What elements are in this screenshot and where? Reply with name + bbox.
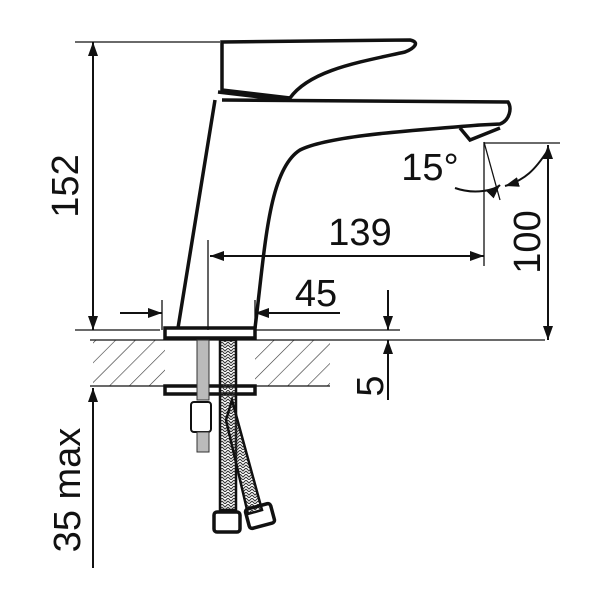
dim-spout-angle: 15°	[401, 141, 549, 201]
label-100: 100	[507, 210, 549, 273]
label-152: 152	[45, 154, 87, 217]
label-15-degrees: 15°	[401, 147, 458, 189]
dim-spout-reach: 139	[207, 142, 485, 330]
label-139: 139	[328, 212, 391, 254]
dim-max-counter: 35 max	[47, 388, 98, 568]
label-35-max: 35 max	[47, 428, 89, 553]
label-5: 5	[350, 375, 392, 396]
dim-base-diameter: 45	[120, 273, 340, 330]
dim-spout-height: 100	[484, 142, 560, 340]
dim-total-height: 152	[45, 41, 220, 331]
label-45: 45	[295, 273, 337, 315]
faucet-body	[163, 38, 512, 534]
dim-base-thickness: 5	[255, 290, 400, 400]
countertop	[90, 339, 545, 387]
